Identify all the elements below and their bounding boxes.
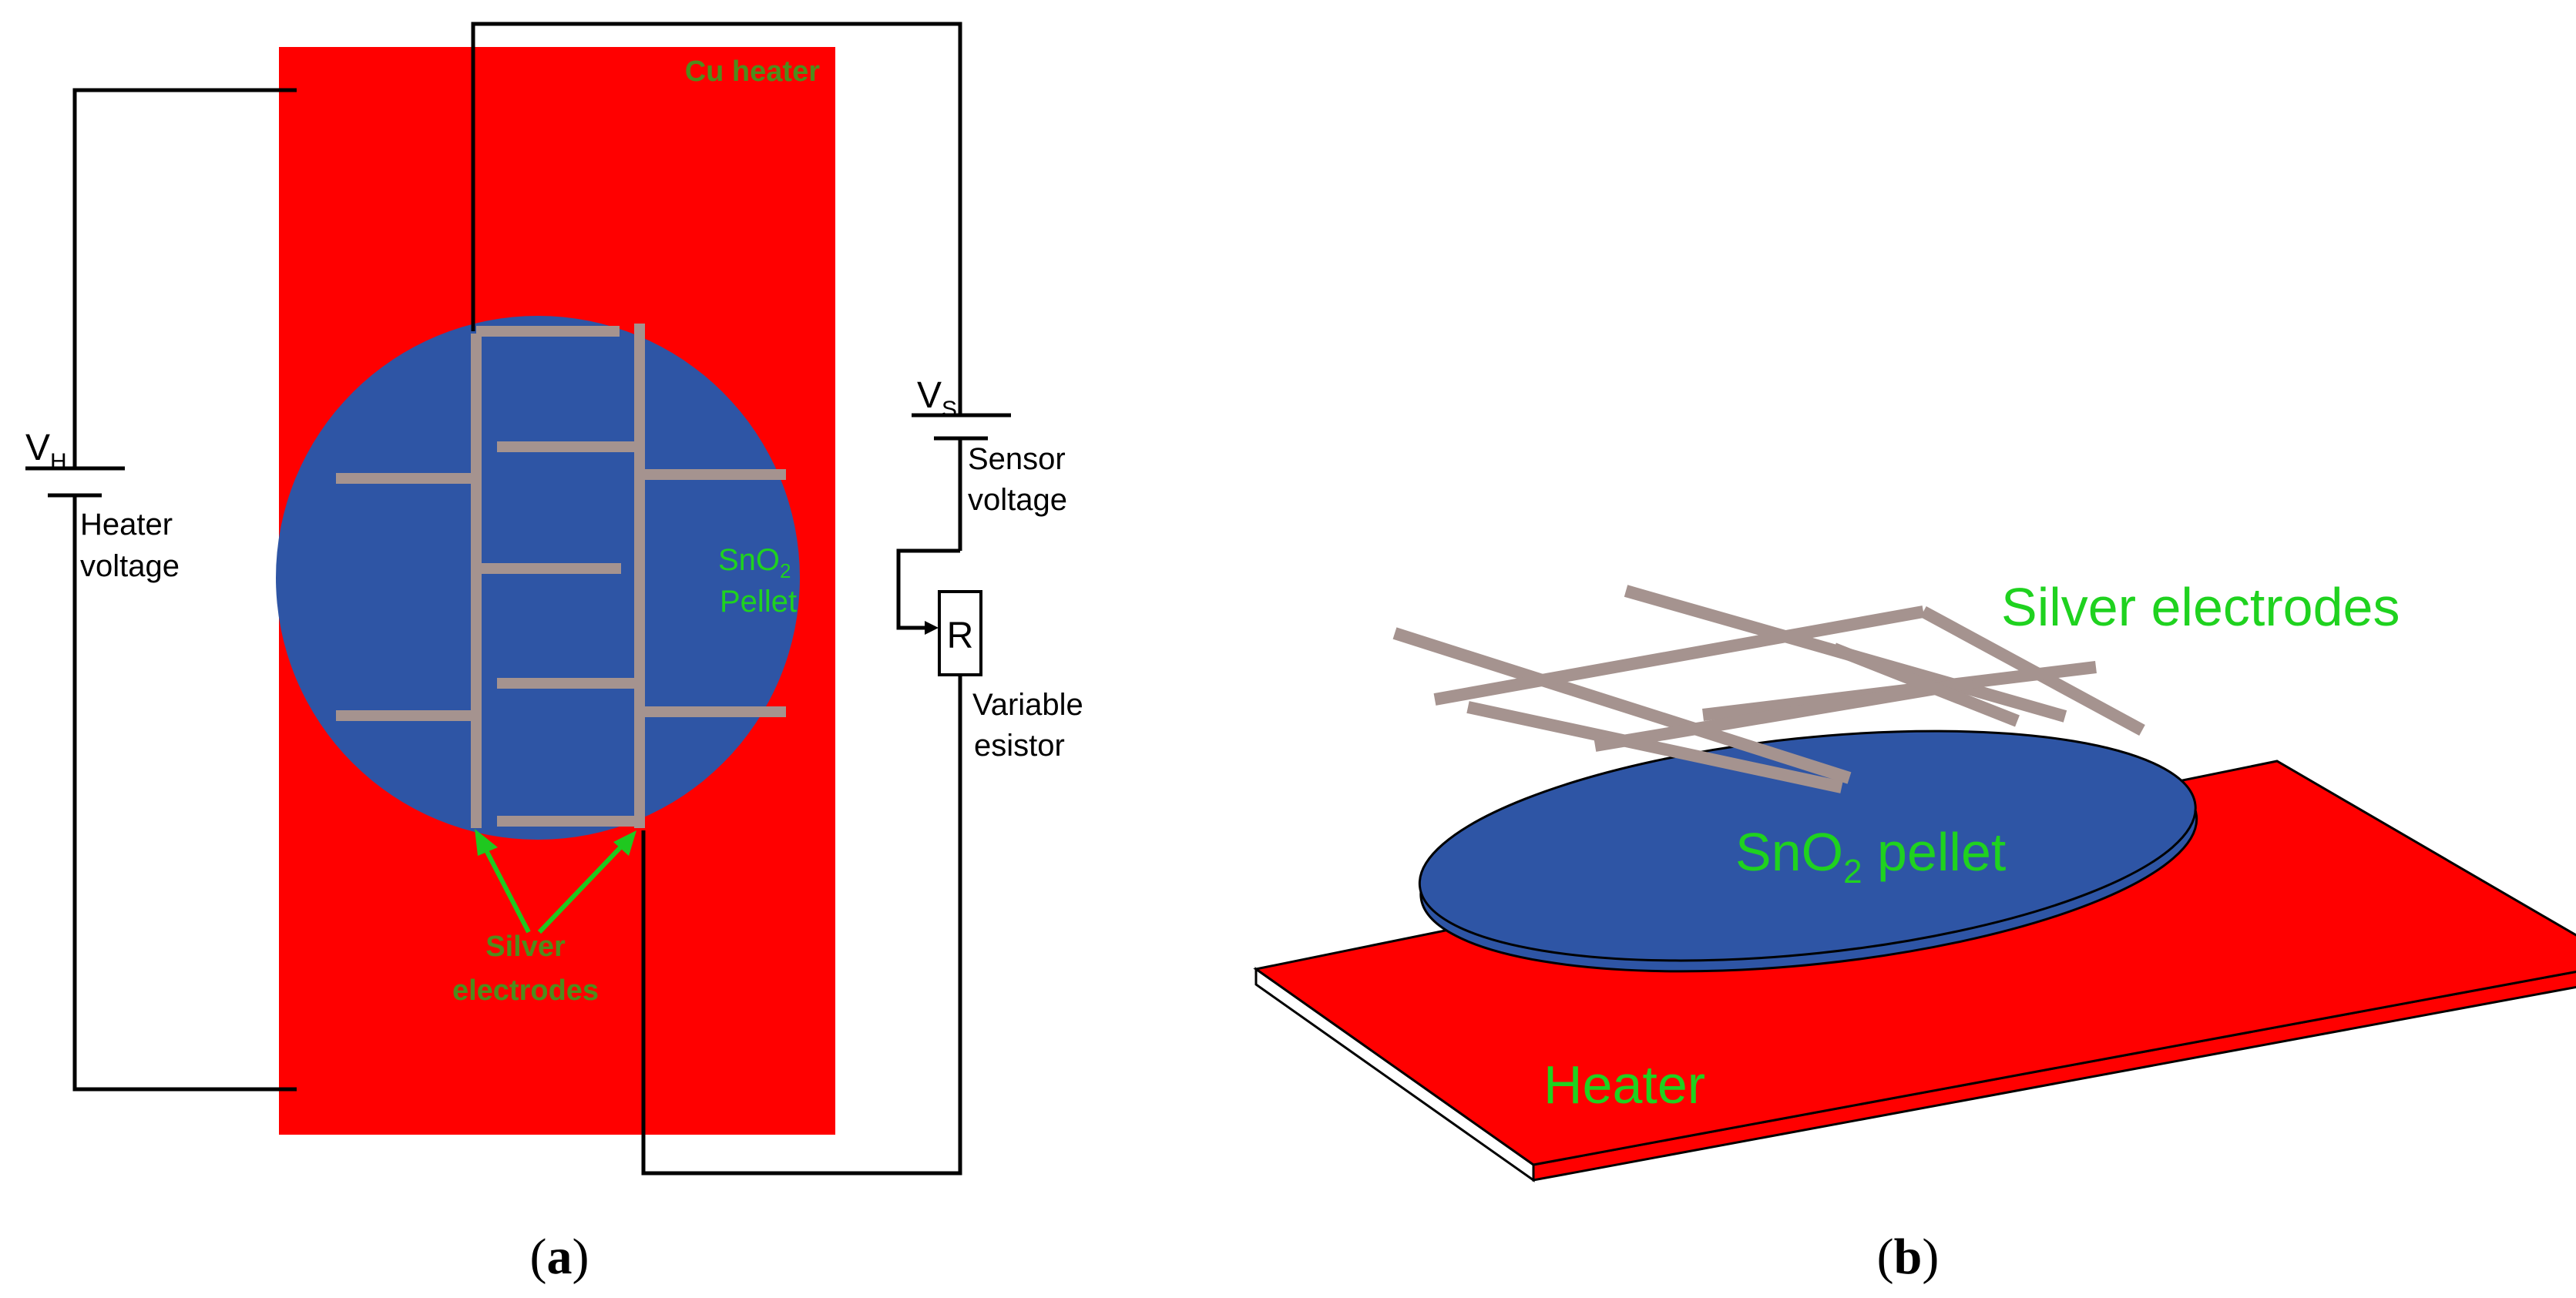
vh-label: VH (25, 428, 67, 475)
panel-a: R Cu heater VH Heater voltage VS Sensor … (25, 22, 1083, 1285)
silver-electrodes-label-line2: electrodes (452, 974, 599, 1007)
heater-circuit (25, 88, 297, 1092)
heater-label: Heater (1543, 1055, 1705, 1115)
caption-a: (a) (530, 1229, 589, 1285)
sno2-pellet-label-line1: SnO2 (718, 543, 791, 582)
cu-heater-label: Cu heater (685, 55, 820, 88)
sno2-pellet-disc (276, 316, 800, 840)
silver-electrodes-label: Silver electrodes (2001, 577, 2400, 637)
variable-resistor-box (938, 590, 982, 676)
resistor-arrow-head (925, 621, 939, 635)
vs-label: VS (917, 375, 957, 422)
electrode-arrows (475, 829, 636, 934)
caption-b: (b) (1877, 1229, 1940, 1285)
sno2-pellet-label-line2: Pellet (720, 585, 797, 619)
silver-electrode-grid (336, 324, 786, 828)
sno2-pellet-3d (1418, 729, 2198, 973)
silver-electrodes-label-line1: Silver (485, 931, 566, 963)
sensor-voltage-line2: voltage (968, 483, 1067, 517)
panel-b: Silver electrodes SnO2 pellet Heater (b) (1253, 577, 2576, 1285)
sensor-voltage-line1: Sensor (968, 442, 1066, 476)
sensor-circuit (471, 22, 1011, 1176)
sno2-pellet-label: SnO2 pellet (1735, 822, 2006, 890)
variable-resistor-line1: Variable (972, 688, 1083, 722)
variable-resistor-line2: esistor (974, 729, 1065, 763)
silver-electrodes-3d (1392, 585, 2145, 793)
heater-voltage-line1: Heater (80, 508, 173, 542)
heater-voltage-line2: voltage (80, 549, 180, 583)
resistor-symbol: R (947, 615, 974, 656)
